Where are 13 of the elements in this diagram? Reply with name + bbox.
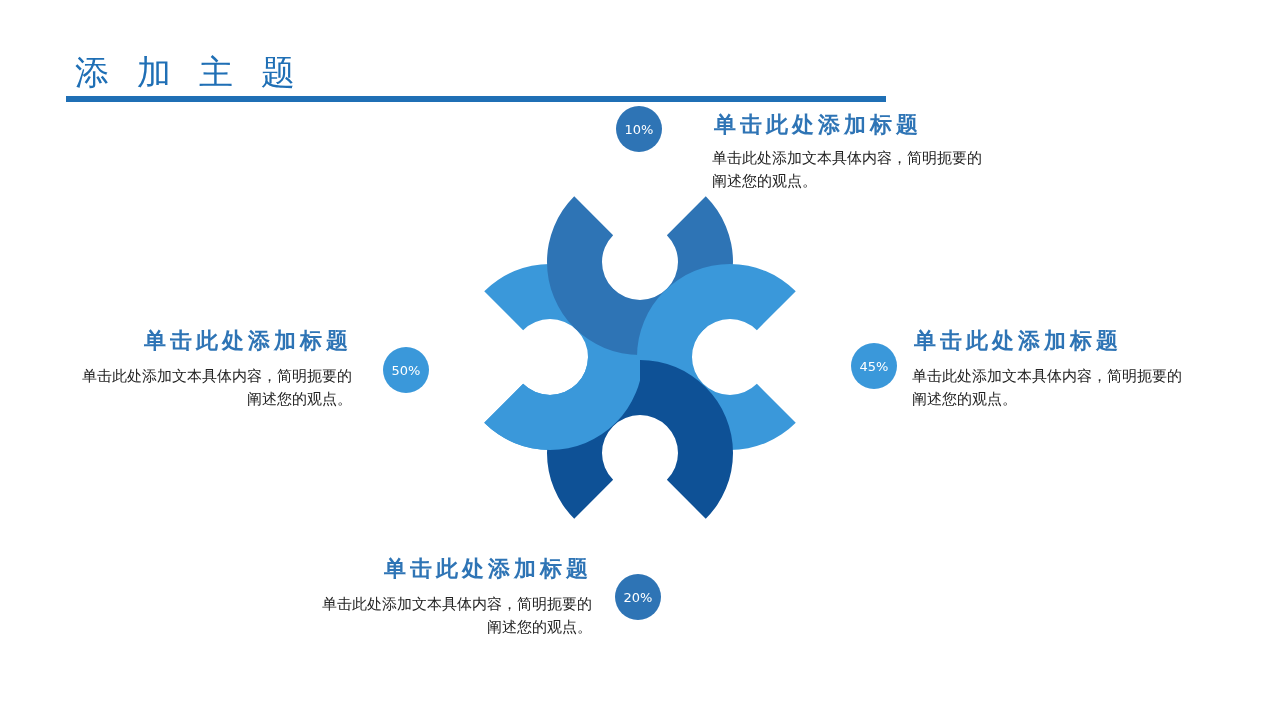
heading: 单击此处添加标题 <box>914 326 1122 355</box>
description: 单击此处添加文本具体内容，简明扼要的阐述您的观点。 <box>712 148 983 192</box>
heading: 单击此处添加标题 <box>714 110 922 139</box>
description: 单击此处添加文本具体内容，简明扼要的阐述您的观点。 <box>81 366 352 410</box>
percent-circle: 10% <box>616 106 662 152</box>
description: 单击此处添加文本具体内容，简明扼要的阐述您的观点。 <box>912 366 1183 410</box>
heading: 单击此处添加标题 <box>384 554 592 583</box>
description: 单击此处添加文本具体内容，简明扼要的阐述您的观点。 <box>321 594 592 638</box>
percent-circle: 45% <box>851 343 897 389</box>
heading: 单击此处添加标题 <box>144 326 352 355</box>
title: 添加主题 <box>75 51 323 94</box>
percent-circle: 50% <box>383 347 429 393</box>
percent-circle: 20% <box>615 574 661 620</box>
